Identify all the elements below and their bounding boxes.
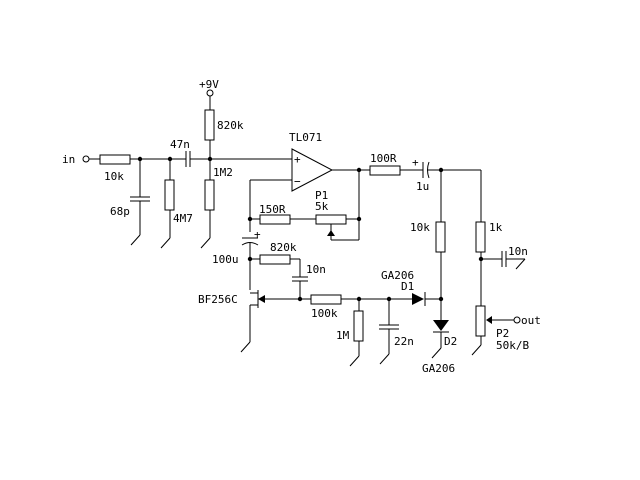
diode-d2 [433,320,449,331]
label-plus: + [294,153,301,166]
label-r-4m7: 4M7 [173,212,193,225]
label-c-68p: 68p [110,205,130,218]
input-terminal[interactable] [82,155,90,163]
output-terminal[interactable] [513,316,521,324]
label-r-100k: 100k [311,307,338,320]
potentiometer-p2 [475,305,486,337]
label-c-10n-vol: 10n [508,245,528,258]
label-r-150r: 150R [259,203,286,216]
label-in: in [62,153,75,166]
label-vcc: +9V [199,78,219,91]
opamp-tl071 [241,148,370,290]
potentiometer-p1 [315,214,347,225]
output-section [369,161,526,359]
label-d2: D2 [444,335,457,348]
supply-terminal [206,89,214,97]
label-minus: − [294,175,301,188]
label-p2: P2 [496,327,509,340]
label-r-in: 10k [104,170,124,183]
label-d2-type: GA206 [422,362,455,375]
labels: in 10k 68p 4M7 47n +9V 820k 1M2 TL071 + … [62,78,541,375]
resistor-820k-bias [204,109,215,141]
label-p1-value: 5k [315,200,329,213]
label-c-100u: 100u [212,253,239,266]
label-c-22n: 22n [394,335,414,348]
label-r-1k: 1k [489,221,503,234]
input-section [82,89,292,249]
resistor-100r [369,165,401,176]
label-p1: P1 [315,189,328,202]
label-c-47n: 47n [170,138,190,151]
label-p2-value: 50k/B [496,339,529,352]
label-r-1m: 1M [336,329,350,342]
label-cap-plus: + [412,156,419,169]
label-d1-type: GA206 [381,269,414,282]
resistor-10k-input [99,154,131,165]
resistor-1m2-bias [204,179,215,211]
diode-d1 [412,293,424,305]
label-opamp: TL071 [289,131,322,144]
resistor-1m [353,310,364,342]
resistor-100k-series [310,294,342,305]
label-c-10n-drain: 10n [306,263,326,276]
label-fet: BF256C [198,293,238,306]
label-r-10k-clip: 10k [410,221,430,234]
resistor-1k [475,221,486,253]
label-r-820k-bias: 820k [217,119,244,132]
label-d1: D1 [401,280,414,293]
fet-stage [240,254,412,367]
label-r-820k-drain: 820k [270,241,297,254]
resistor-4m7 [164,179,175,211]
label-out: out [521,314,541,327]
label-r-1m2: 1M2 [213,166,233,179]
label-cap100u-plus: + [254,228,261,241]
label-r-100r: 100R [370,152,397,165]
resistor-820k-drain [259,254,291,265]
label-c-1u: 1u [416,180,429,193]
resistor-150r [259,214,291,225]
resistor-10k-clip [435,221,446,253]
